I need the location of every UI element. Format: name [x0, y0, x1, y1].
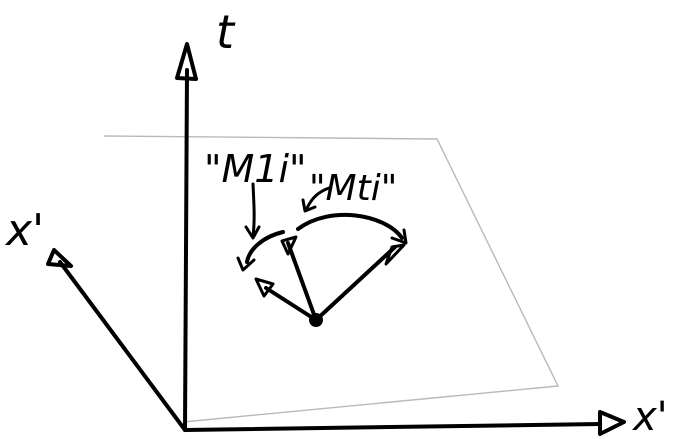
- t-axis-label: t: [216, 5, 236, 59]
- m1-pointer: [251, 182, 256, 238]
- mt-pointer-head: [301, 198, 317, 213]
- mt-curved-arrow: [296, 212, 408, 245]
- m1-annotation: "M1i": [204, 147, 306, 191]
- vector-right: [314, 243, 406, 322]
- mt-pointer: [305, 186, 331, 210]
- vector-left: [254, 277, 318, 322]
- m1-pointer-head: [244, 225, 261, 240]
- vector-up: [280, 235, 318, 322]
- mt-annotation: "Mti": [309, 168, 397, 209]
- m1-curved-arrow: [236, 230, 285, 272]
- tangent-plane: [103, 135, 560, 423]
- x-prime-axis: [46, 248, 187, 432]
- x-one-axis-label: x': [631, 394, 668, 439]
- x-prime-axis-label: x': [4, 205, 44, 256]
- t-axis: [175, 42, 198, 432]
- x-one-axis: [183, 410, 626, 436]
